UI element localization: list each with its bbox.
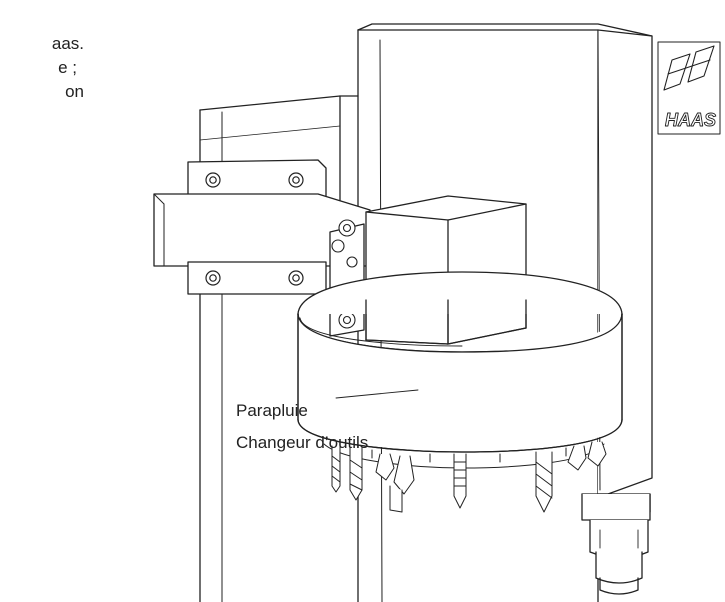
tool-pockets — [331, 441, 607, 513]
intro-text-fragment-3: on — [65, 82, 84, 101]
intro-text-fragment-1: aas. — [51, 34, 84, 53]
logo-text: HAAS — [665, 110, 716, 130]
mounting-bracket — [153, 159, 371, 295]
tool-changer-label: Changeur d’outils — [236, 433, 369, 452]
carriage-rollers — [329, 219, 365, 337]
intro-text-fragment-2: e ; — [58, 58, 77, 77]
carousel-drum — [297, 271, 623, 469]
cam-box — [365, 195, 527, 345]
haas-logo: HAAS — [657, 41, 721, 135]
umbrella-leader-line — [335, 389, 419, 399]
umbrella-label: Parapluie — [236, 401, 308, 420]
